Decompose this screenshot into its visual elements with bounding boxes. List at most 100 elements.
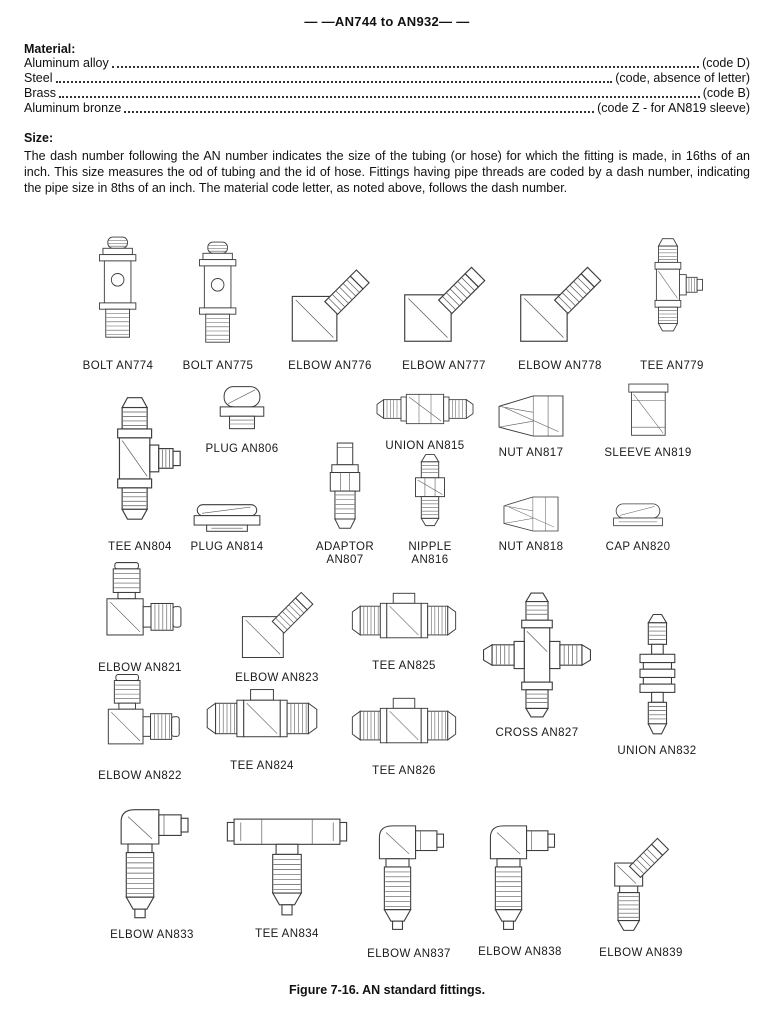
material-heading: Material: — [24, 42, 76, 56]
fitting-label: ELBOW AN838 — [478, 946, 562, 958]
fitting-label: ELBOW AN833 — [110, 929, 194, 941]
fitting-label: ELBOW AN837 — [367, 948, 451, 960]
fitting-label: NIPPLE AN816 — [408, 541, 452, 566]
nipple-illustration — [415, 454, 445, 527]
tee-illustration — [351, 592, 457, 639]
dot-leader — [58, 96, 700, 98]
material-code: (code Z - for AN819 sleeve) — [597, 101, 750, 115]
bolt-illustration — [199, 241, 237, 343]
tee-illustration — [206, 689, 318, 738]
fitting-label: BOLT AN775 — [182, 360, 254, 372]
bolt-illustration — [99, 236, 137, 338]
fitting-an827: CROSS AN827 — [481, 588, 593, 739]
material-code: (code B) — [702, 86, 750, 100]
fitting-label: SLEEVE AN819 — [604, 447, 692, 459]
fitting-label: ELBOW AN777 — [402, 360, 486, 372]
material-row: Brass (code B) — [24, 86, 750, 101]
material-row: Aluminum bronze (code Z - for AN819 slee… — [24, 101, 750, 116]
fitting-an807: ADAPTOR AN807 — [308, 440, 382, 567]
fitting-an825: TEE AN825 — [343, 589, 465, 672]
elbow-45-illustration — [241, 591, 314, 659]
fitting-label: UNION AN832 — [617, 745, 697, 757]
cross-illustration — [482, 592, 592, 718]
fitting-an838: ELBOW AN838 — [474, 811, 566, 958]
dot-leader — [111, 66, 700, 68]
fitting-label: TEE AN824 — [230, 760, 294, 772]
elbow-45-illustration — [291, 269, 370, 342]
sleeve-illustration — [627, 383, 669, 436]
hose-elbow-illustration — [378, 825, 445, 931]
hose-elbow-illustration — [489, 825, 556, 930]
material-code: (code D) — [702, 56, 750, 70]
fittings-figure: BOLT AN774 BOLT AN775 ELBOW AN776 ELBOW … — [24, 206, 750, 981]
hose-tee-illustration — [226, 818, 348, 916]
fitting-label: TEE AN834 — [255, 928, 319, 940]
material-name: Steel — [24, 71, 53, 85]
fitting-an778: ELBOW AN778 — [510, 240, 610, 372]
fitting-label: PLUG AN814 — [190, 541, 264, 553]
fitting-an823: ELBOW AN823 — [233, 571, 321, 684]
fitting-an777: ELBOW AN777 — [394, 240, 494, 372]
fitting-an775: BOLT AN775 — [183, 230, 254, 372]
hose-elbow-illustration — [120, 809, 189, 919]
fitting-an826: TEE AN826 — [343, 694, 465, 777]
fitting-an816: NIPPLE AN816 — [393, 450, 467, 567]
material-row: Aluminum alloy (code D) — [24, 56, 750, 71]
hose-elbow-45-illustration — [614, 837, 670, 931]
fitting-label: TEE AN825 — [372, 660, 436, 672]
fitting-an815: UNION AN815 — [375, 383, 475, 452]
elbow-90-illustration — [106, 562, 182, 636]
fitting-label: ELBOW AN776 — [288, 360, 372, 372]
material-name: Aluminum alloy — [24, 56, 109, 70]
fitting-an817: NUT AN817 — [490, 390, 572, 459]
fitting-label: ADAPTOR AN807 — [315, 541, 375, 566]
fitting-label: ELBOW AN823 — [235, 672, 319, 684]
cap-illustration — [613, 503, 663, 527]
fitting-label: TEE AN826 — [372, 765, 436, 777]
nut-illustration — [503, 496, 559, 532]
dot-leader — [124, 111, 595, 113]
fitting-label: ELBOW AN822 — [98, 770, 182, 782]
elbow-45-illustration — [520, 266, 602, 342]
fitting-an824: TEE AN824 — [203, 685, 321, 772]
elbow-45-illustration — [404, 266, 486, 342]
fitting-an822: ELBOW AN822 — [92, 673, 188, 782]
fitting-label: PLUG AN806 — [205, 443, 279, 455]
plug-illustration — [193, 504, 261, 532]
fitting-an814: PLUG AN814 — [181, 500, 273, 553]
fitting-label: CAP AN820 — [605, 541, 671, 553]
fitting-an806: PLUG AN806 — [202, 382, 282, 455]
size-heading: Size: — [24, 131, 54, 145]
material-section: Material: Aluminum alloy (code D) Steel … — [24, 42, 750, 116]
material-name: Brass — [24, 86, 56, 100]
fitting-label: BOLT AN774 — [82, 360, 154, 372]
fitting-label: ELBOW AN821 — [98, 662, 182, 674]
fitting-an776: ELBOW AN776 — [282, 243, 378, 372]
fitting-label: UNION AN815 — [385, 440, 465, 452]
dot-leader — [55, 81, 613, 83]
fitting-label: ELBOW AN839 — [599, 947, 683, 959]
fitting-an818: NUT AN818 — [488, 492, 574, 553]
fitting-label: CROSS AN827 — [495, 727, 579, 739]
fitting-an774: BOLT AN774 — [83, 220, 154, 372]
size-paragraph: The dash number following the AN number … — [24, 149, 750, 195]
fitting-label: TEE AN804 — [108, 541, 172, 553]
material-code: (code, absence of letter) — [615, 71, 750, 85]
fitting-label: NUT AN818 — [498, 541, 564, 553]
tee-illustration — [117, 397, 181, 520]
adaptor-illustration — [329, 442, 361, 529]
page-title: — —AN744 to AN932— — — [304, 14, 470, 29]
fitting-an819: SLEEVE AN819 — [604, 380, 691, 459]
material-row: Steel (code, absence of letter) — [24, 71, 750, 86]
fitting-label: ELBOW AN778 — [518, 360, 602, 372]
plug-illustration — [219, 386, 265, 430]
elbow-90-illustration — [107, 673, 180, 745]
fitting-an837: ELBOW AN837 — [363, 809, 455, 960]
fitting-an833: ELBOW AN833 — [104, 800, 200, 941]
fitting-an779: TEE AN779 — [634, 220, 710, 372]
union-illustration — [639, 613, 675, 735]
fitting-an834: TEE AN834 — [224, 811, 350, 940]
fitting-an820: CAP AN820 — [597, 500, 679, 553]
fitting-an832: UNION AN832 — [617, 610, 696, 757]
